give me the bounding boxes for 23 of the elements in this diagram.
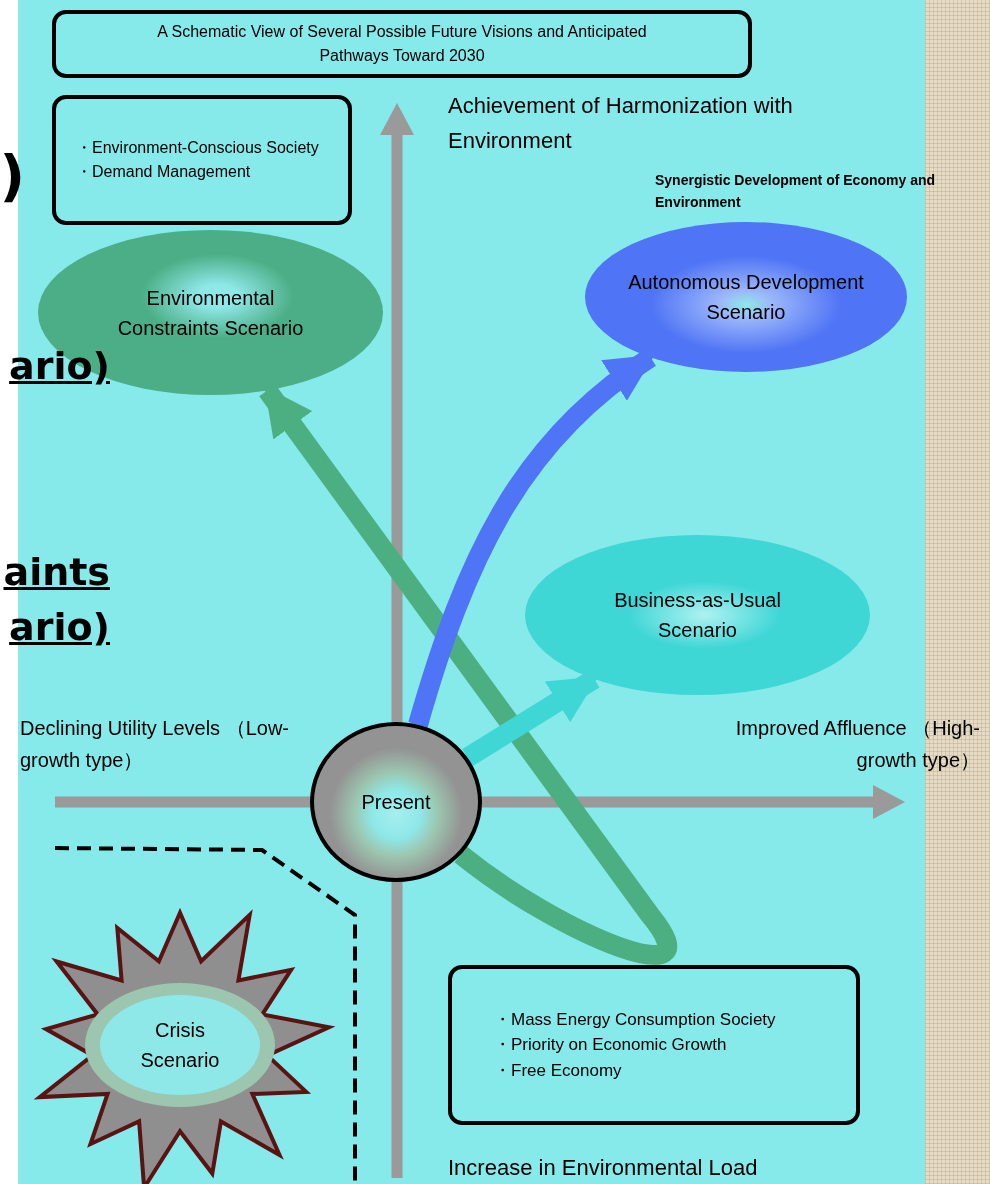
title-box [52,10,752,78]
axis-label: Increase in Environmental Load [448,1154,759,1182]
heading-fragment: aints [2,549,110,596]
present-label: Present [361,790,431,815]
scenario-label: Business-as-Usual Scenario [613,588,782,643]
caption-text: Synergistic Development of Economy and Environment [655,171,937,212]
note-box [52,95,352,225]
scenario-label: Crisis Scenario [139,1018,221,1073]
bullet-item: ・Mass Energy Consumption Society [494,1008,776,1031]
scenario-label: Autonomous Development Scenario [627,270,865,325]
bullet-item: ・Demand Management [76,162,251,182]
scenario-label: Environmental Constraints Scenario [116,285,305,341]
axis-label: Declining Utility Levels （Low-growth type） [20,716,290,773]
axis-label: Improved Affluence （High-growth type） [735,716,980,773]
heading-fragment: ) [0,142,25,210]
bullet-item: ・Free Economy [494,1059,622,1082]
title-text: A Schematic View of Several Possible Future Visions and Anticipated Pathways Toward 2030 [156,22,648,66]
bullet-item: ・Environment-Conscious Society [76,138,319,158]
axis-label: Achievement of Harmonization with Environment [448,92,794,156]
heading-fragment: ario) [8,343,110,390]
note-box [448,965,860,1125]
bullet-item: ・Priority on Economic Growth [494,1034,727,1057]
heading-fragment: ario) [8,604,110,651]
